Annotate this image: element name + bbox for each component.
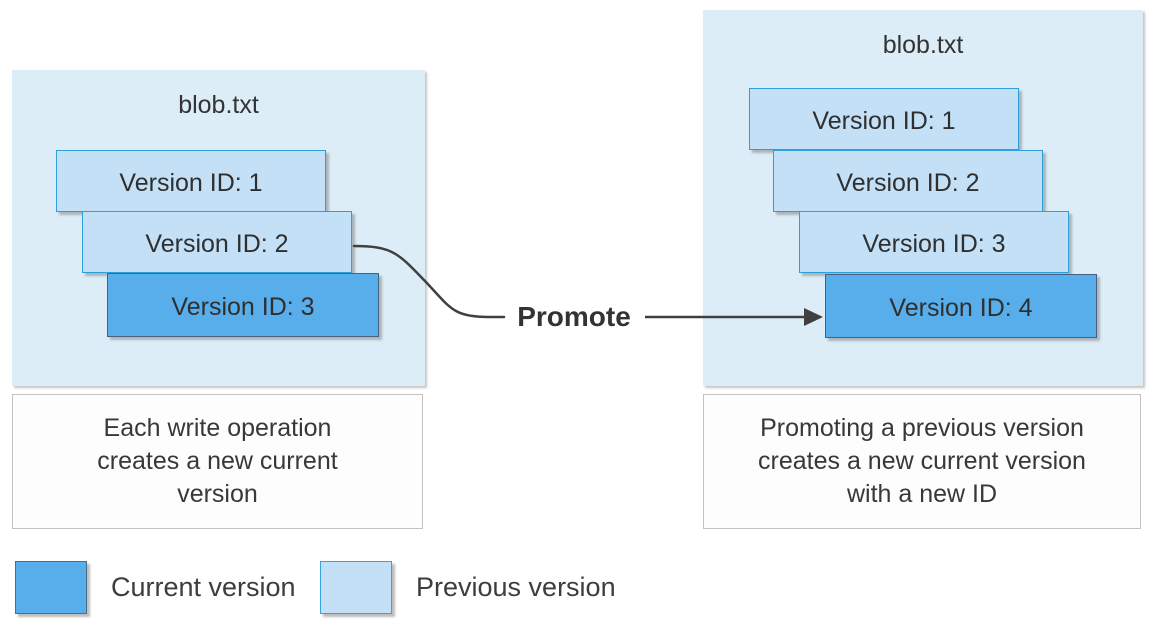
right-caption-box: Promoting a previous version creates a n… — [703, 394, 1141, 529]
left-caption-box: Each write operation creates a new curre… — [12, 394, 423, 529]
right-version-1-box: Version ID: 1 — [749, 88, 1019, 150]
right-version-4-label: Version ID: 4 — [889, 293, 1033, 322]
right-blob-panel: blob.txt Version ID: 1 Version ID: 2 Ver… — [703, 10, 1143, 386]
current-version-swatch — [15, 561, 87, 614]
right-caption-line-1: Promoting a previous version — [760, 414, 1084, 442]
promote-label: Promote — [517, 301, 631, 332]
left-version-2-label: Version ID: 2 — [145, 229, 289, 258]
left-version-3-label: Version ID: 3 — [171, 292, 315, 321]
left-blob-panel: blob.txt Version ID: 1 Version ID: 2 Ver… — [12, 70, 425, 386]
right-caption-line-2: creates a new current version — [758, 447, 1086, 475]
left-version-2-box: Version ID: 2 — [82, 211, 352, 273]
right-blob-title: blob.txt — [882, 31, 964, 59]
left-version-3-box-current: Version ID: 3 — [107, 273, 379, 337]
left-caption-line-3: version — [177, 480, 258, 508]
left-version-1-box: Version ID: 1 — [56, 150, 326, 212]
legend-item-previous: Previous version — [320, 561, 616, 614]
left-caption-line-1: Each write operation — [103, 414, 332, 442]
previous-version-legend-label: Previous version — [416, 572, 616, 602]
current-version-legend-label: Current version — [111, 572, 296, 602]
left-version-1-label: Version ID: 1 — [119, 168, 263, 197]
right-version-3-label: Version ID: 3 — [862, 229, 1006, 258]
previous-version-swatch — [320, 561, 392, 614]
left-blob-title: blob.txt — [178, 91, 259, 119]
right-version-3-box: Version ID: 3 — [799, 211, 1069, 273]
right-version-2-box: Version ID: 2 — [773, 150, 1043, 212]
right-caption-line-3: with a new ID — [846, 480, 998, 508]
right-version-4-box-current: Version ID: 4 — [825, 274, 1097, 338]
right-version-1-label: Version ID: 1 — [812, 106, 956, 135]
legend-item-current: Current version — [15, 561, 296, 614]
right-version-2-label: Version ID: 2 — [836, 168, 980, 197]
left-caption-line-2: creates a new current — [97, 447, 338, 475]
